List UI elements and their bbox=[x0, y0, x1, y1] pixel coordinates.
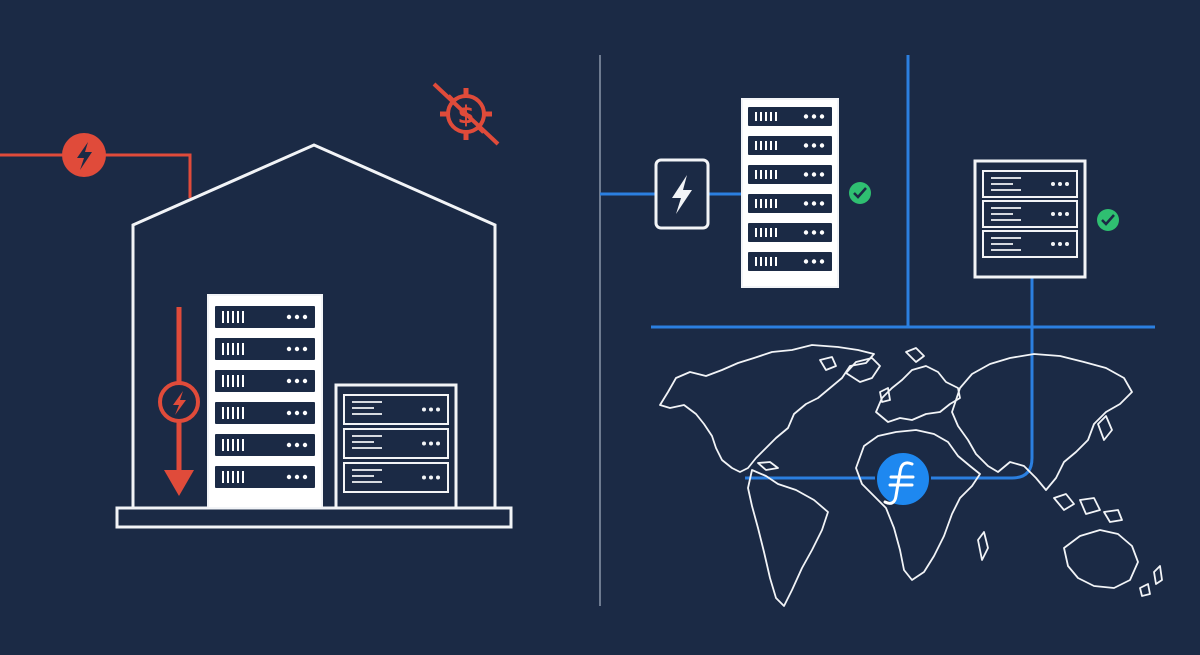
network-line-to-token bbox=[931, 277, 1034, 480]
server-rack-node-a bbox=[741, 98, 839, 288]
check-circle-icon bbox=[849, 182, 871, 204]
crossed-dollar-icon: $ bbox=[432, 82, 500, 146]
server-unit bbox=[343, 428, 449, 459]
server-unit bbox=[343, 394, 449, 425]
server-unit bbox=[343, 462, 449, 493]
server-unit bbox=[215, 306, 315, 328]
left-panel: $ bbox=[0, 82, 513, 529]
server-unit bbox=[215, 338, 315, 360]
server-unit bbox=[982, 230, 1078, 258]
server-unit bbox=[748, 165, 832, 184]
server-unit bbox=[748, 136, 832, 155]
building-outline bbox=[131, 143, 497, 508]
server-unit bbox=[982, 200, 1078, 228]
right-panel bbox=[600, 55, 1163, 607]
power-box-lightning-icon bbox=[654, 158, 710, 230]
server-unit bbox=[215, 370, 315, 392]
server-rack-main bbox=[207, 294, 323, 509]
server-unit bbox=[748, 223, 832, 242]
power-drop-down-arrow-icon bbox=[158, 307, 200, 496]
filecoin-f-icon bbox=[875, 451, 931, 507]
world-map bbox=[659, 344, 1163, 607]
server-unit bbox=[215, 434, 315, 456]
server-unit bbox=[215, 466, 315, 488]
check-circle-icon bbox=[1097, 209, 1119, 231]
server-unit bbox=[748, 252, 832, 271]
server-unit bbox=[215, 402, 315, 424]
server-unit bbox=[748, 194, 832, 213]
server-rack-secondary bbox=[334, 383, 458, 510]
server-rack-node-b bbox=[973, 159, 1087, 279]
server-unit bbox=[982, 170, 1078, 198]
server-unit bbox=[748, 107, 832, 126]
power-badge-lightning-icon bbox=[62, 133, 106, 177]
